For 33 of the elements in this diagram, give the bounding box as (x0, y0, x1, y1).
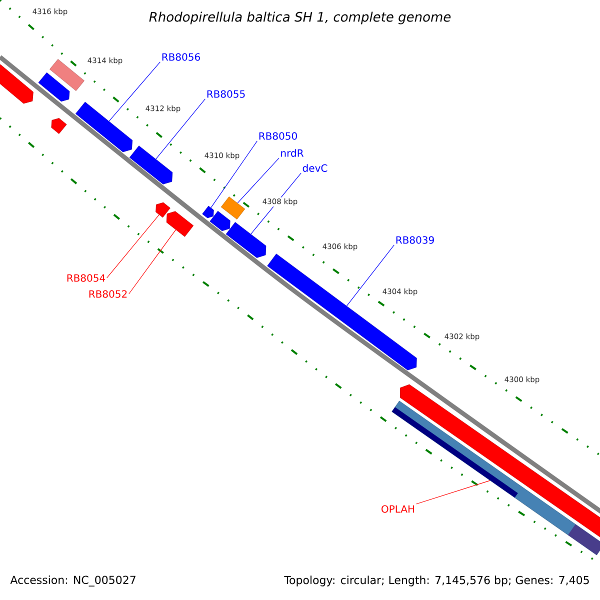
leader-line (128, 230, 176, 294)
gene-feature (50, 59, 84, 91)
leader-line (346, 244, 394, 306)
gene-label: RB8056 (162, 53, 200, 61)
footer-text: Accession: NC_005027 (10, 576, 136, 586)
gene-feature (267, 254, 417, 370)
gene-feature (129, 146, 173, 184)
gene-label: nrdR (281, 149, 304, 157)
leader-line (237, 158, 280, 204)
title: Rhodopirellula baltica SH 1, complete genome (149, 12, 451, 24)
leader-line (416, 480, 490, 504)
gene-label: RB8055 (207, 90, 245, 98)
leader-line (156, 98, 206, 160)
footer-text: Topology: circular; Length: 7,145,576 bp; Genes: 7,405 (284, 576, 589, 586)
leader-line (108, 62, 160, 122)
gene-label: devC (302, 164, 328, 172)
gene-label: OPLAH (382, 505, 414, 513)
gene-feature (202, 206, 214, 218)
leader-line (106, 214, 160, 278)
gene-feature (226, 222, 266, 258)
leader-line (210, 140, 258, 208)
gene-label: RB8039 (396, 236, 434, 244)
gene-feature (0, 64, 34, 104)
gene-label: RB8052 (89, 290, 127, 298)
gene-label: RB8054 (67, 274, 106, 282)
gene-feature (220, 196, 246, 220)
gene-feature (166, 211, 194, 237)
gene-feature (156, 202, 170, 218)
gene-feature (210, 210, 230, 232)
gene-feature (51, 118, 67, 134)
gene-feature (75, 102, 133, 152)
gene-feature (38, 72, 70, 102)
gene-label: RB8050 (259, 132, 297, 140)
